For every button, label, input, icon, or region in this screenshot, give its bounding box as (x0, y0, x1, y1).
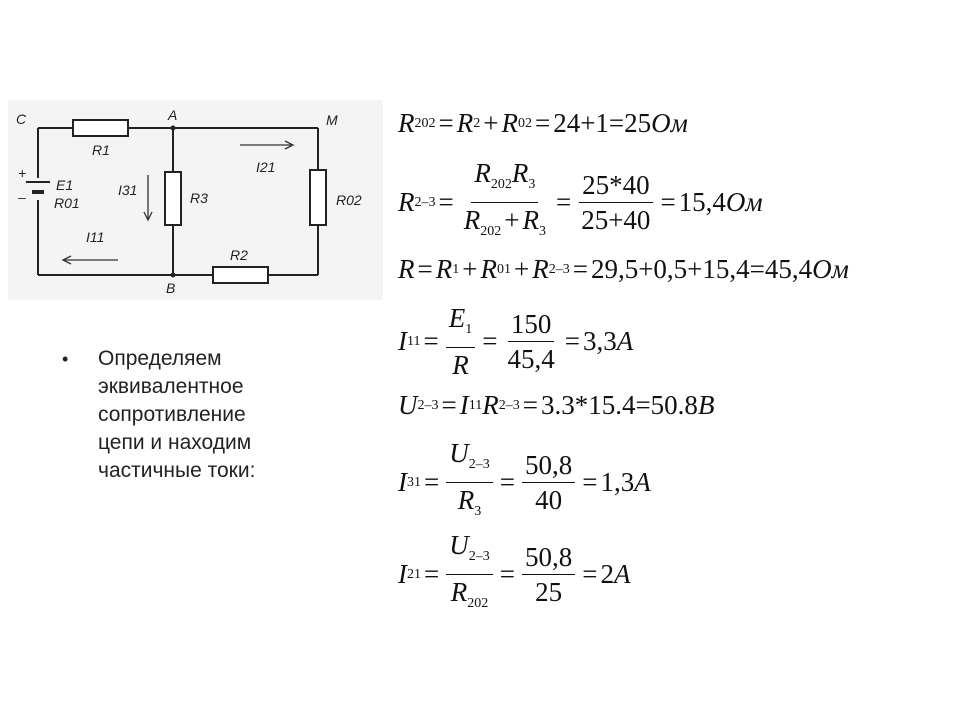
node-b-label: B (166, 280, 175, 296)
bullet-line: частичные токи: (98, 459, 256, 482)
bullet-line: сопротивление (98, 403, 246, 426)
node-c-label: C (16, 111, 27, 127)
fraction-i11-symbolic: E1 R (445, 303, 476, 380)
r3-label: R3 (190, 190, 208, 206)
r1-resistor (72, 119, 129, 137)
r2-resistor (212, 266, 269, 284)
fraction-r23-numeric: 25*40 25+40 (578, 170, 653, 235)
fraction-r23-symbolic: R202R3 R202+R3 (463, 158, 546, 239)
bullet-line: Определяем (98, 347, 222, 370)
node-a-label: A (167, 107, 177, 123)
r02-resistor (309, 169, 327, 226)
r2-label: R2 (230, 247, 248, 263)
i21-arrow (240, 140, 295, 150)
fraction-i21-numeric: 50,8 25 (521, 542, 576, 607)
r3-resistor (164, 171, 182, 226)
bullet-line: эквивалентное (98, 375, 244, 398)
i31-arrow (143, 175, 153, 222)
r01-label: R01 (54, 195, 80, 211)
i11-label: I11 (86, 229, 104, 245)
r1-label: R1 (92, 142, 110, 158)
e1-label: E1 (56, 177, 73, 193)
bullet-text: Определяем эквивалентное сопротивление ц… (98, 345, 368, 485)
r02-label: R02 (336, 192, 362, 208)
node-m-label: M (326, 112, 338, 128)
i31-label: I31 (118, 182, 137, 198)
i11-arrow (61, 255, 118, 265)
fraction-i21-symbolic: U2–3 R202 (446, 530, 493, 619)
bullet-dot-icon: • (62, 349, 69, 369)
plus-sign: + (18, 165, 26, 181)
circuit-schematic: C A M B R1 R2 R3 R02 E1 R01 I31 I21 I11 … (8, 100, 383, 300)
fraction-i11-numeric: 150 45,4 (507, 309, 555, 374)
battery-icon (26, 181, 50, 194)
circuit-diagram: C A M B R1 R2 R3 R02 E1 R01 I31 I21 I11 … (8, 100, 383, 300)
i21-label: I21 (256, 159, 275, 175)
fraction-i31-symbolic: U2–3 R3 (446, 438, 493, 527)
fraction-i31-numeric: 50,8 40 (521, 450, 576, 515)
bullet-line: цепи и находим (98, 431, 252, 454)
minus-sign: – (17, 189, 26, 205)
